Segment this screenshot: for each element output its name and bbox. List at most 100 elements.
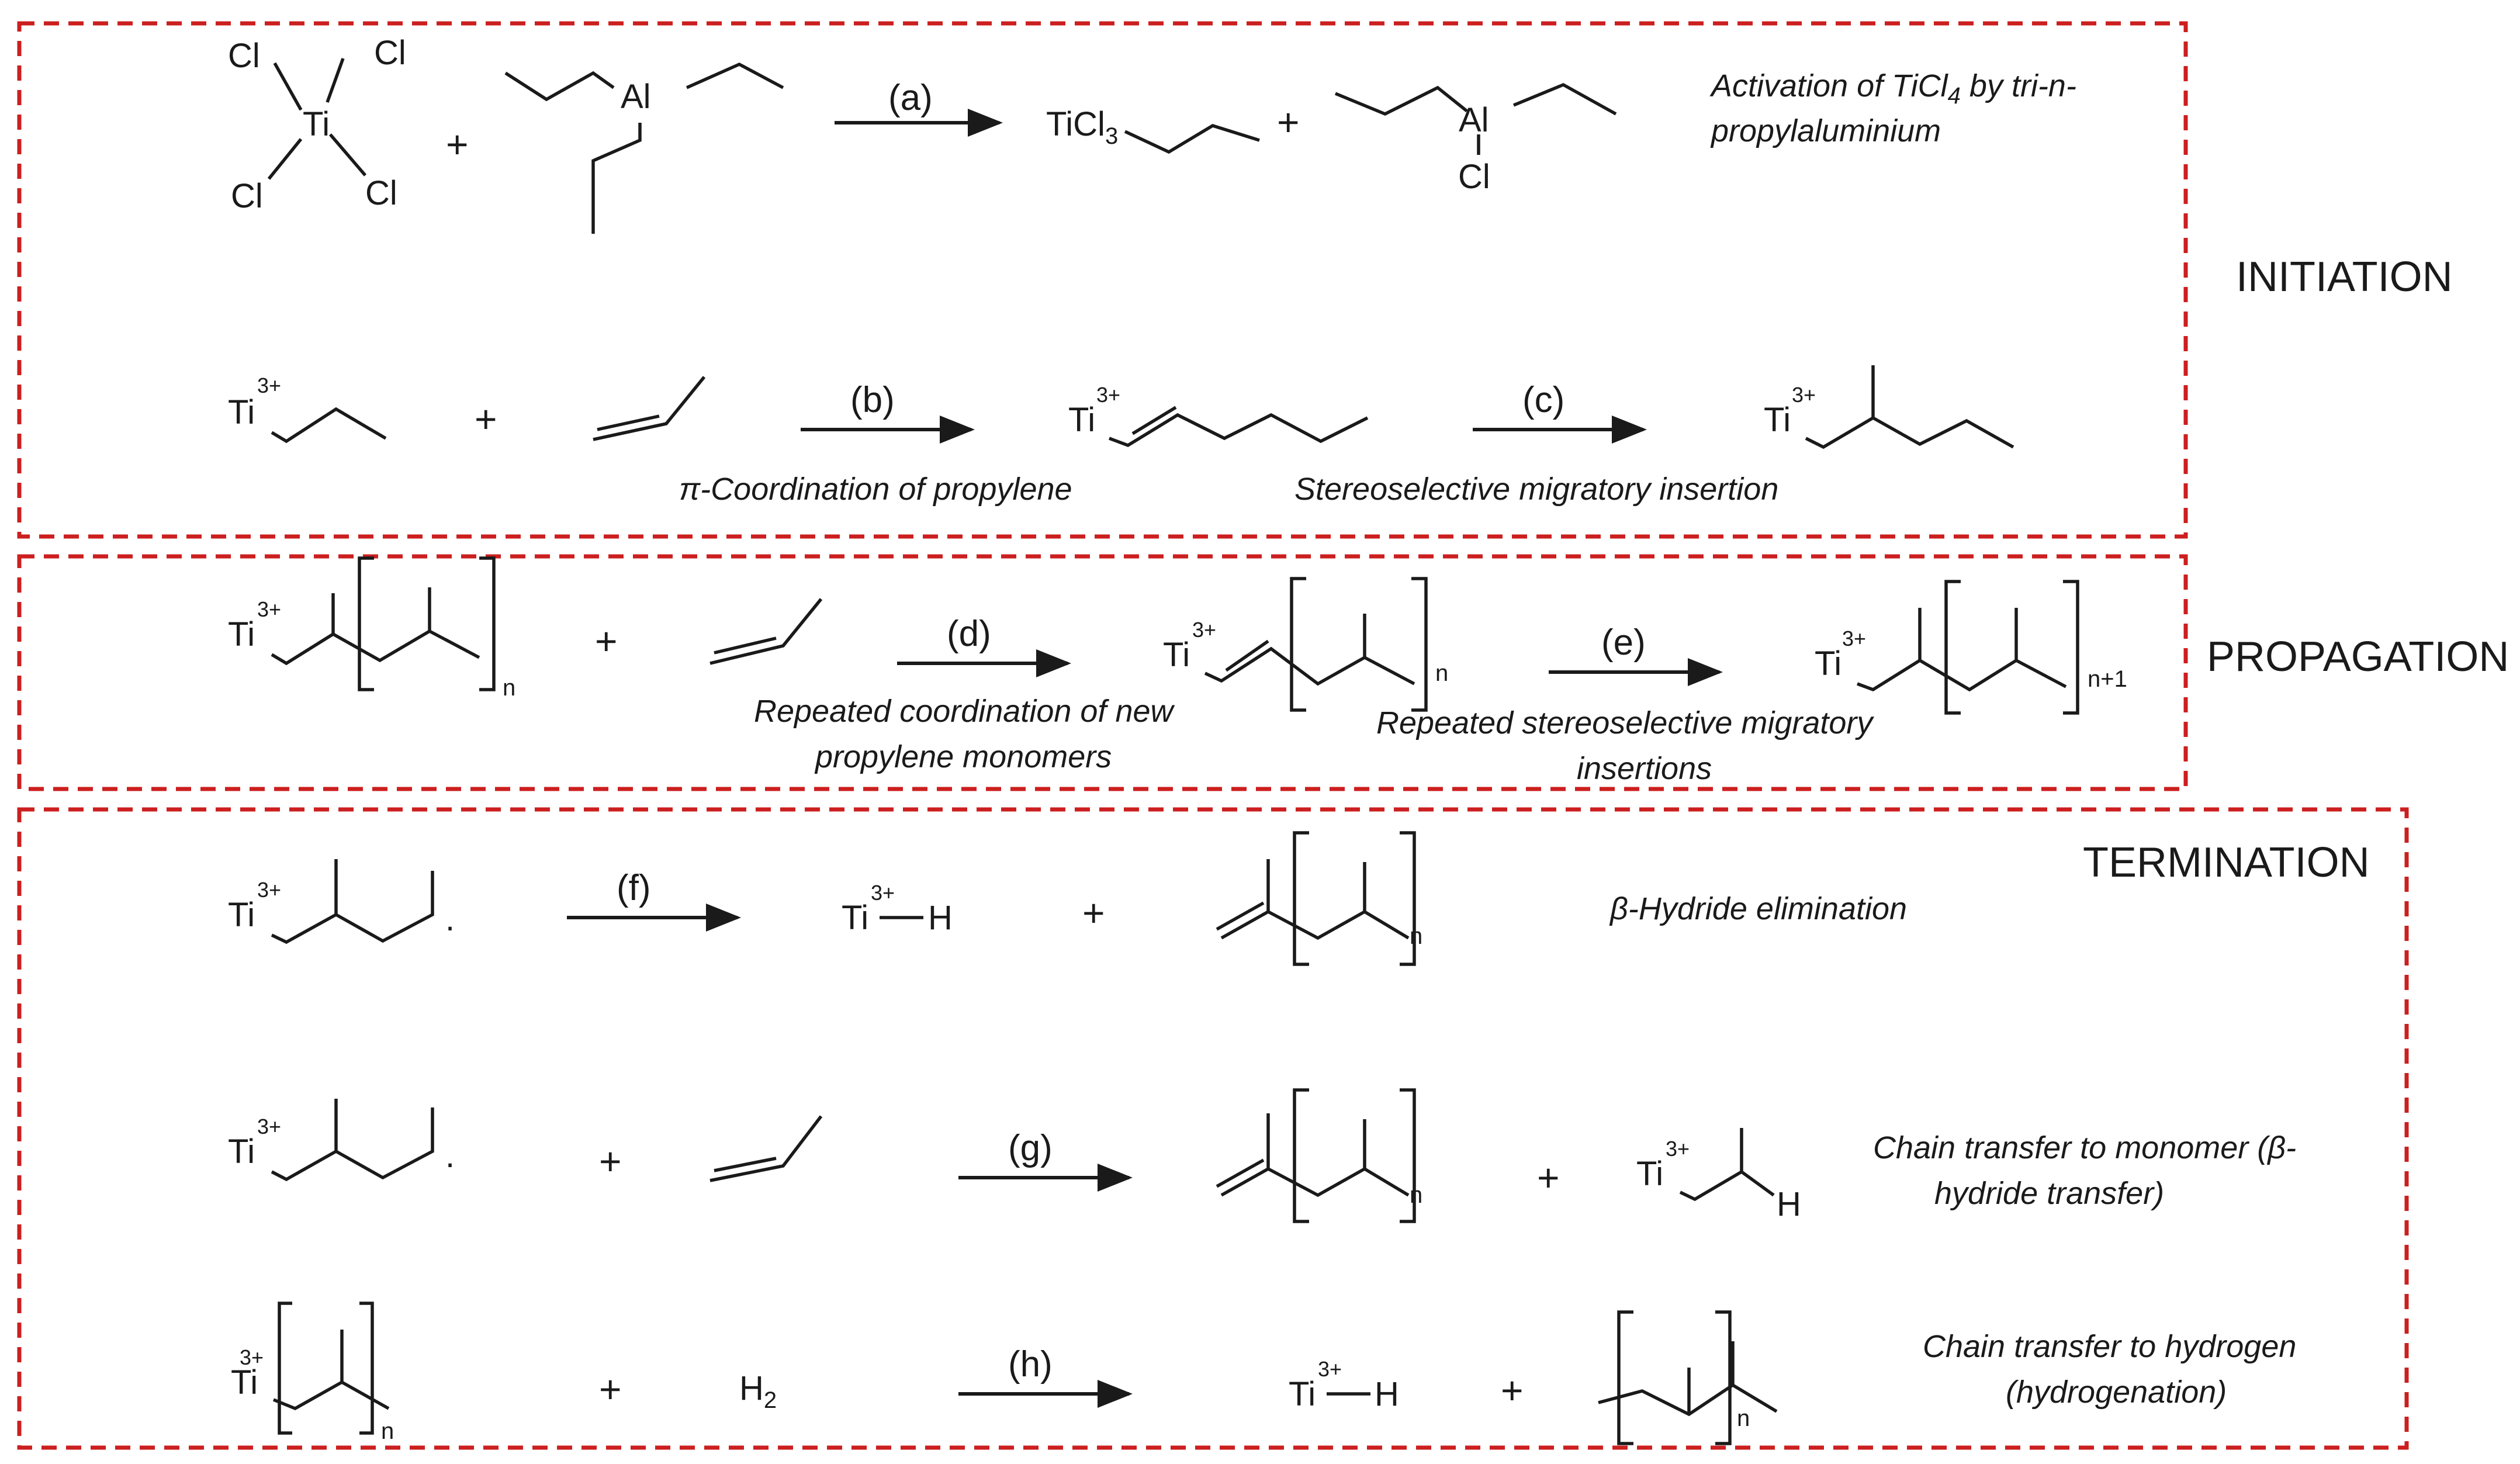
repeat-unit-bracket-left — [1944, 580, 1961, 715]
repeat-count-n: n — [1410, 923, 1422, 949]
ti-charge: 3+ — [1842, 627, 1866, 650]
ti-charge: 3+ — [257, 597, 281, 621]
reaction-label-d: (d) — [947, 614, 991, 654]
repeat-unit-bracket-left — [1617, 1310, 1633, 1445]
ticl4-cl-bottom-left: Cl — [231, 177, 263, 215]
repeat-unit-bracket-right — [2063, 580, 2079, 715]
aluminium-atom: Al — [621, 78, 651, 116]
ti-charge: 3+ — [1318, 1357, 1342, 1381]
reaction-label-c: (c) — [1522, 380, 1564, 420]
propagation-section-title: PROPAGATION — [2207, 634, 2509, 680]
ti-charge: 3+ — [1792, 383, 1816, 407]
ti-charge: 3+ — [257, 878, 281, 902]
caption-a-line1: Activation of TiCl4 by tri-n- — [1709, 68, 2076, 109]
repeat-count-n: n — [1410, 1182, 1422, 1208]
hydrogen-molecule: H2 — [739, 1369, 777, 1413]
titanium-atom: Ti — [842, 899, 868, 937]
reaction-label-f: (f) — [617, 868, 651, 908]
reaction-label-a: (a) — [888, 78, 933, 118]
plus-sign: + — [446, 123, 469, 166]
ticl4-cl-bottom-right: Cl — [365, 174, 397, 212]
radical-dot: . — [445, 900, 455, 938]
repeat-unit-bracket-left — [1293, 1088, 1309, 1223]
reaction-label-h: (h) — [1008, 1344, 1053, 1385]
chlorine-atom: Cl — [1458, 158, 1490, 196]
reaction-label-b: (b) — [850, 380, 895, 420]
repeat-unit-bracket-left — [278, 1302, 292, 1435]
caption-f: β-Hydride elimination — [1609, 891, 1907, 926]
ti-charge: 3+ — [871, 881, 895, 905]
termination-section-title: TERMINATION — [2083, 839, 2370, 886]
ti-charge: 3+ — [257, 373, 281, 397]
repeat-count-n: n — [1435, 660, 1448, 686]
titanium-atom: Ti — [1764, 401, 1791, 439]
titanium-hydride-species: Ti 3+ H — [1289, 1357, 1399, 1413]
caption-e-line2: insertions — [1577, 751, 1712, 786]
ti-pi-complex-species: Ti 3+ — [1068, 383, 1369, 448]
ti-polymer-chain-species: Ti 3+ n — [231, 1302, 394, 1444]
caption-c: Stereoselective migratory insertion — [1294, 472, 1778, 507]
propylene-monomer — [709, 598, 823, 665]
titanium-atom: Ti — [228, 615, 255, 653]
ti-charge: 3+ — [257, 1115, 281, 1138]
ticl4-ti-atom: Ti — [303, 105, 330, 143]
titanium-atom: Ti — [1163, 636, 1190, 674]
titanium-atom: Ti — [228, 393, 255, 431]
ti-charge: 3+ — [240, 1345, 264, 1369]
propagation-section-box — [17, 554, 2188, 791]
propylene-monomer — [709, 1115, 823, 1182]
repeat-unit-bracket-right — [1400, 831, 1416, 966]
ti-pi-complex-polymer-species: Ti 3+ n — [1163, 577, 1448, 712]
initiation-section-title: INITIATION — [2236, 254, 2453, 300]
hydrogen-atom: H — [928, 899, 953, 937]
aluminium-atom: Al — [1459, 101, 1489, 139]
repeat-count-n: n — [381, 1418, 394, 1444]
caption-h-line2: (hydrogenation) — [2006, 1375, 2227, 1410]
titanium-atom: Ti — [1815, 645, 1841, 683]
repeat-count-n-plus-1: n+1 — [2088, 666, 2127, 692]
ticl3-group: TiCl3 — [1046, 105, 1118, 149]
repeat-unit-bracket-left — [1293, 831, 1309, 966]
tripropylaluminium-molecule: Al — [504, 62, 784, 234]
repeat-unit-bracket-left — [1290, 577, 1306, 712]
reaction-label-e: (e) — [1601, 622, 1646, 663]
ti-polymer-chain-species: Ti 3+ n — [228, 556, 515, 701]
titanium-atom: Ti — [1289, 1375, 1316, 1413]
hydrogen-atom: H — [1375, 1375, 1399, 1413]
plus-sign: + — [595, 619, 618, 663]
repeat-unit-bracket-right — [1400, 1088, 1416, 1223]
caption-g-line1: Chain transfer to monomer (β- — [1873, 1130, 2296, 1165]
ti-charge: 3+ — [1666, 1137, 1690, 1161]
plus-sign: + — [1277, 101, 1300, 144]
reaction-label-g: (g) — [1008, 1128, 1053, 1168]
plus-sign: + — [1082, 891, 1105, 935]
repeat-count-n: n — [1737, 1406, 1750, 1431]
caption-b: π-Coordination of propylene — [679, 472, 1072, 507]
caption-e-line1: Repeated stereoselective migratory — [1376, 705, 1874, 740]
saturated-polymer: n — [1598, 1310, 1778, 1445]
titanium-atom: Ti — [228, 896, 255, 934]
ti-charge: 3+ — [1096, 383, 1120, 407]
ticl4-cl-top-left: Cl — [228, 37, 260, 75]
caption-h-line1: Chain transfer to hydrogen — [1923, 1329, 2296, 1364]
titanium-atom: Ti — [228, 1133, 255, 1171]
repeat-count-n: n — [503, 675, 515, 701]
repeat-unit-bracket-left — [358, 556, 374, 691]
titanium-atom: Ti — [1068, 401, 1095, 439]
ticl4-molecule: Ti Cl Cl Cl Cl — [228, 34, 406, 215]
caption-g-line2: hydride transfer) — [1934, 1176, 2164, 1211]
titanium-hydride-species: Ti 3+ H — [842, 881, 953, 937]
ti-charge: 3+ — [1192, 618, 1216, 642]
vinylidene-terminated-polymer: n — [1216, 1088, 1422, 1223]
caption-a-line2: propylaluminium — [1710, 113, 1941, 148]
hydrogen-atom: H — [1777, 1185, 1801, 1223]
caption-d-line2: propylene monomers — [814, 739, 1112, 774]
ticl4-cl-top-right: Cl — [374, 34, 406, 72]
ti-alkyl-chain-species: Ti 3+ . — [228, 859, 455, 944]
ticl3-propyl-product: TiCl3 — [1046, 105, 1260, 154]
ti-propyl-species: Ti 3+ — [228, 373, 387, 444]
repeat-unit-bracket-right — [359, 1302, 374, 1435]
plus-sign: + — [475, 397, 497, 441]
vinylidene-terminated-polymer: n — [1216, 831, 1422, 966]
